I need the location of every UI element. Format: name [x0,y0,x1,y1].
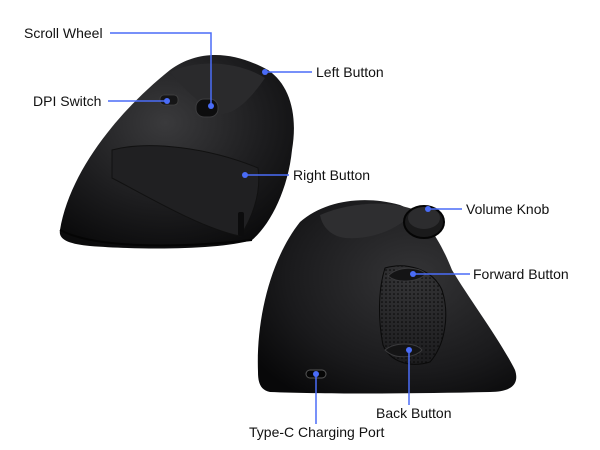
label-charging-port: Type-C Charging Port [249,424,385,440]
label-scroll-wheel: Scroll Wheel [24,25,103,41]
mouse-front-view [59,54,294,249]
callout-lines [108,32,470,424]
label-right-button: Right Button [293,167,371,183]
label-dpi-switch: DPI Switch [33,93,102,109]
label-back-button: Back Button [376,405,452,421]
scroll-wheel-1 [195,98,219,118]
back-button-2 [384,343,423,358]
callout-dots [164,69,431,377]
label-forward-button: Forward Button [473,266,569,282]
mouse-side-panel-1 [111,145,260,237]
label-volume-knob: Volume Knob [466,201,550,217]
line-scroll-wheel [110,32,212,106]
label-left-button: Left Button [316,64,384,80]
mouse-side-view [257,200,517,394]
